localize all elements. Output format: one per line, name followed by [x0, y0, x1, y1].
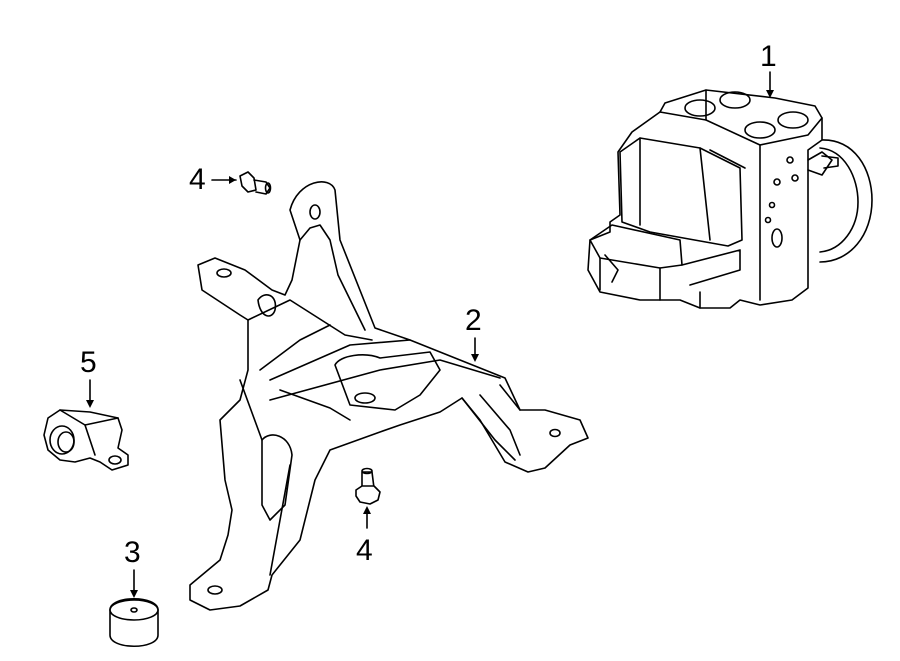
insulator-clip — [44, 410, 128, 470]
callout-1: 1 — [760, 40, 777, 73]
callout-2: 2 — [465, 304, 482, 337]
abs-modulator-assembly — [588, 90, 872, 308]
callout-5: 5 — [80, 346, 97, 379]
arrowhead-5 — [86, 400, 94, 408]
callout-3: 3 — [124, 536, 141, 569]
bolt-lower — [356, 469, 380, 505]
rubber-insulator — [110, 599, 158, 647]
callout-4-lower: 4 — [356, 534, 373, 567]
arrowhead-1 — [766, 90, 774, 98]
arrowhead-2 — [471, 354, 479, 362]
arrowhead-4-upper — [229, 176, 236, 184]
callout-4-upper: 4 — [189, 163, 206, 196]
bolt-upper — [240, 172, 271, 194]
arrowhead-4-lower — [363, 506, 371, 514]
mounting-bracket — [190, 182, 588, 610]
arrowhead-3 — [130, 590, 138, 598]
